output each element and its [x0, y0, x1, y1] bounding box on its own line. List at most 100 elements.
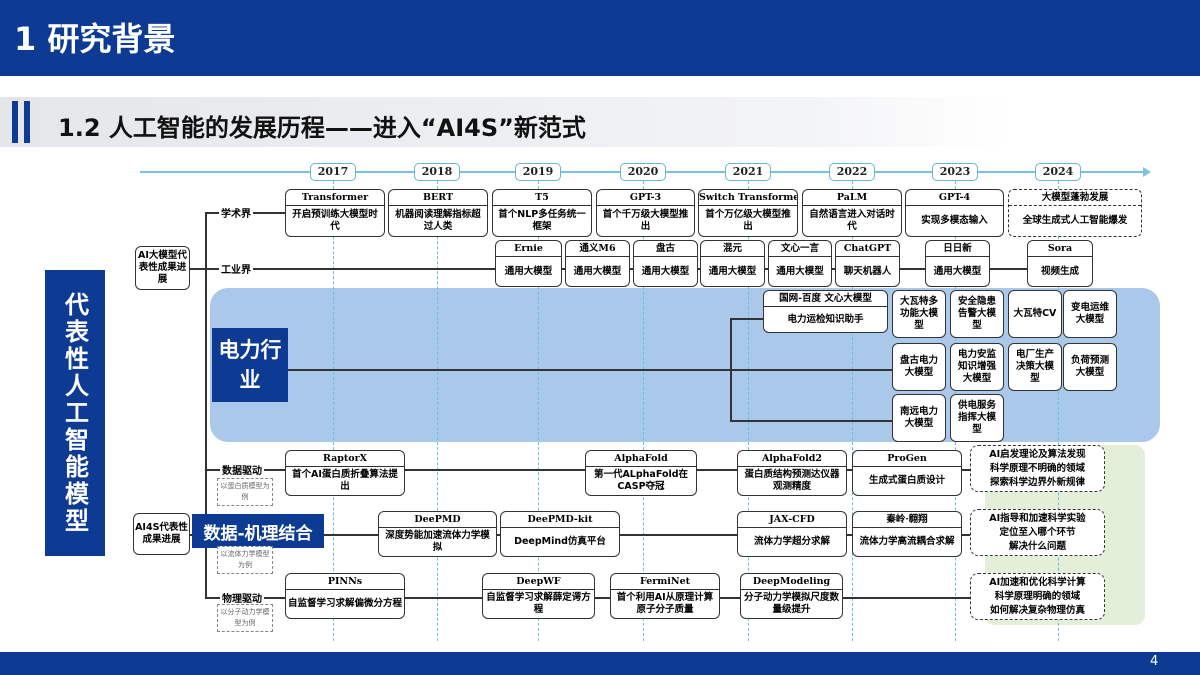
year-guide-line	[437, 181, 438, 641]
academia-model-box: GPT-3 首个千万级大模型推出	[596, 189, 695, 237]
box-desc: 全球生成式人工智能爆发	[1022, 215, 1128, 226]
industry-label: 工业界	[219, 261, 253, 276]
box-title: T5	[493, 190, 591, 206]
example-note: 以流体力学模型为例	[217, 546, 273, 574]
connector-line	[288, 369, 892, 371]
physics-driven-label: 物理驱动	[220, 590, 264, 605]
connector-line	[730, 318, 732, 420]
power-industry-label: 电力行业	[212, 328, 288, 402]
box-desc: 生成式蛋白质设计	[868, 475, 945, 486]
section-subtitle: 1.2 人工智能的发展历程——进入“AI4S”新范式	[58, 114, 586, 142]
box-title: PINNs	[286, 574, 404, 590]
box-title: DeePMD	[379, 512, 496, 528]
ai4s-model-box: AlphaFold2 蛋白质结构预测达仪器观测精度	[737, 450, 847, 496]
outlook-line: AI启发理论及算法发现	[989, 448, 1086, 460]
outlook-line: AI加速和优化科学计算	[989, 576, 1086, 588]
year-badge: 2019	[515, 163, 561, 181]
box-title: RaptorX	[286, 451, 404, 467]
outlook-line: 探索科学边界外新规律	[989, 476, 1085, 488]
industry-model-box: 日日新通用大模型	[925, 240, 990, 287]
data-mechanism-label: 数据-机理结合	[192, 514, 324, 548]
subtitle-band	[0, 97, 1010, 147]
box-title: JAX-CFD	[738, 512, 846, 528]
box-desc: DeepMind仿真平台	[514, 536, 606, 547]
box-desc: 第一代ALphaFold在CASP夺冠	[593, 469, 689, 492]
box-title: 通义M6	[566, 241, 629, 257]
power-model-box: 负荷预测大模型	[1063, 343, 1117, 391]
box-title: DeepWF	[483, 574, 594, 590]
ai4s-model-box: AlphaFold 第一代ALphaFold在CASP夺冠	[585, 450, 697, 496]
outlook-box: AI指导和加速科学实验定位至入哪个环节解决什么问题	[970, 509, 1105, 556]
ai4s-root-box: AI4S代表性成果进展	[133, 513, 190, 555]
year-badge: 2023	[932, 163, 978, 181]
box-title: GPT-3	[597, 190, 694, 206]
academia-model-box: T5 首个NLP多任务统一框架	[492, 189, 592, 237]
example-note: 以分子动力学模型为例	[217, 604, 273, 632]
page-number: 4	[1150, 654, 1159, 669]
power-model-box: 供电服务指挥大模型	[950, 394, 1004, 442]
power-model-box: 大瓦特CV	[1008, 290, 1062, 338]
box-title: 文心一言	[769, 241, 831, 257]
llm-root-box: AI大模型代表性成果进展	[135, 246, 190, 290]
box-title: FermiNet	[611, 574, 719, 590]
year-badge: 2017	[310, 163, 356, 181]
industry-model-box: 混元通用大模型	[700, 240, 765, 287]
box-desc: 蛋白质结构预测达仪器观测精度	[744, 469, 840, 492]
box-desc: 自监督学习求解薛定谔方程	[486, 592, 591, 615]
data-driven-label: 数据驱动	[220, 462, 264, 477]
box-title: AlphaFold2	[738, 451, 846, 467]
industry-model-box: 文心一言通用大模型	[768, 240, 832, 287]
connector-line	[730, 420, 892, 422]
year-guide-line	[333, 181, 334, 641]
box-title: ProGen	[853, 451, 961, 467]
year-badge: 2022	[829, 163, 875, 181]
power-model-box: 盘古电力大模型	[892, 343, 946, 391]
outlook-line: 如何解决复杂物理仿真	[989, 604, 1085, 616]
box-title: 秦岭·翱翔	[853, 512, 961, 528]
page-title: 1 研究背景	[14, 20, 176, 58]
year-guide-line	[538, 181, 539, 641]
year-guide-line	[852, 181, 853, 641]
outlook-line: 解决什么问题	[1008, 540, 1066, 552]
ai4s-model-box: DeePMD 深度势能加速流体力学模拟	[378, 511, 497, 557]
side-label: 代表性人工智能模型	[45, 270, 105, 556]
box-desc: 实现多模态输入	[921, 215, 988, 226]
year-guide-line	[643, 181, 644, 641]
connector-line	[205, 212, 207, 555]
box-desc: 视频生成	[1040, 265, 1079, 277]
box-title: AlphaFold	[586, 451, 696, 467]
ai4s-model-box: FermiNet 首个利用AI从原理计算原子分子质量	[610, 573, 720, 619]
subtitle-bar-decoration	[12, 101, 18, 143]
box-desc: 电力运检知识助手	[787, 313, 864, 325]
box-title: PaLM	[803, 190, 901, 206]
box-desc: 通用大模型	[504, 265, 553, 277]
box-desc: 通用大模型	[708, 265, 757, 277]
box-desc: 深度势能加速流体力学模拟	[385, 530, 490, 553]
box-desc: 首个NLP多任务统一框架	[498, 209, 586, 232]
box-desc: 流体力学高流耦合求解	[859, 536, 955, 547]
footer-bar	[0, 652, 1200, 675]
future-box: 大模型蓬勃发展全球生成式人工智能爆发	[1008, 189, 1142, 237]
box-desc: 通用大模型	[641, 265, 690, 277]
box-title: 大模型蓬勃发展	[1009, 190, 1141, 206]
box-title: ChatGPT	[836, 241, 899, 257]
outlook-box: AI启发理论及算法发现科学原理不明确的领域探索科学边界外新规律	[970, 445, 1105, 492]
ai4s-model-box: 秦岭·翱翔流体力学高流耦合求解	[852, 511, 962, 557]
box-title: 混元	[701, 241, 764, 257]
outlook-line: AI指导和加速科学实验	[989, 512, 1086, 524]
box-desc: 首个万亿级大模型推出	[705, 209, 791, 232]
box-title: BERT	[389, 190, 487, 206]
box-desc: 首个利用AI从原理计算原子分子质量	[616, 592, 714, 615]
outlook-line: 科学原理不明确的领域	[989, 462, 1085, 474]
box-desc: 首个千万级大模型推出	[602, 209, 689, 232]
ai4s-model-box: ProGen 生成式蛋白质设计	[852, 450, 962, 496]
box-desc: 通用大模型	[933, 265, 982, 277]
